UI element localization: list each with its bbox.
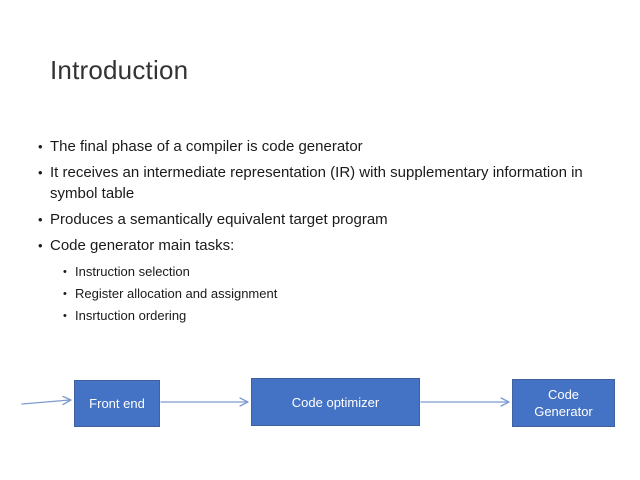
- diagram-box-label: Code optimizer: [291, 394, 380, 410]
- bullet-list: • The final phase of a compiler is code …: [38, 136, 613, 327]
- list-item: • Produces a semantically equivalent tar…: [38, 209, 613, 230]
- diagram-box-label: Code Generator: [534, 387, 593, 419]
- bullet-text: The final phase of a compiler is code ge…: [50, 138, 363, 155]
- bullet-icon: •: [63, 310, 67, 322]
- list-item: • The final phase of a compiler is code …: [38, 136, 613, 157]
- bullet-icon: •: [63, 266, 67, 278]
- bullet-icon: •: [63, 288, 67, 300]
- flow-arrow-frontend-to-optimizer: [160, 397, 249, 407]
- slide-title: Introduction: [50, 55, 189, 85]
- bullet-text: Code generator main tasks:: [50, 237, 235, 254]
- flow-arrow-in: [21, 395, 72, 406]
- bullet-icon: •: [38, 139, 43, 154]
- diagram-box-label: Front end: [89, 396, 145, 411]
- list-item: • Insrtuction ordering: [63, 305, 613, 327]
- diagram-box-code-generator: Code Generator: [512, 379, 615, 427]
- diagram-box-front-end: Front end: [74, 380, 160, 427]
- list-item: • Register allocation and assignment: [63, 283, 613, 305]
- bullet-icon: •: [38, 212, 43, 227]
- sub-bullet-text: Insrtuction ordering: [75, 308, 187, 323]
- sub-bullet-list: • Instruction selection • Register alloc…: [63, 261, 613, 327]
- bullet-text: It receives an intermediate representati…: [50, 164, 583, 202]
- list-item: • It receives an intermediate representa…: [38, 162, 613, 204]
- list-item: • Code generator main tasks:: [38, 235, 613, 256]
- list-item: • Instruction selection: [63, 261, 613, 283]
- sub-bullet-text: Register allocation and assignment: [75, 286, 278, 301]
- bullet-icon: •: [38, 165, 43, 180]
- diagram-box-code-optimizer: Code optimizer: [251, 378, 420, 426]
- flow-arrow-optimizer-to-generator: [420, 397, 510, 407]
- bullet-icon: •: [38, 238, 43, 253]
- bullet-text: Produces a semantically equivalent targe…: [50, 211, 388, 228]
- sub-bullet-text: Instruction selection: [75, 264, 190, 279]
